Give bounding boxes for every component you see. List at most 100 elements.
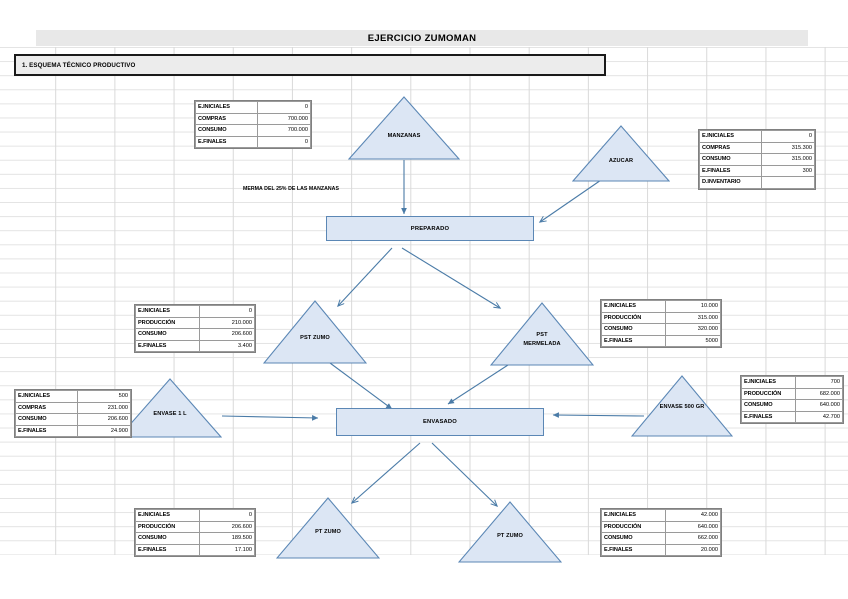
table-cell-value: 24.900 — [76, 424, 132, 437]
table-cell-value: 700.000 — [256, 112, 312, 125]
table-cell-label: E.FINALES — [135, 543, 200, 556]
table-cell-label: E.INICIALES — [135, 509, 200, 522]
table-cell-value: 682.000 — [795, 387, 843, 400]
table-cell-label: CONSUMO — [601, 532, 666, 545]
table-cell-label: CONSUMO — [135, 328, 200, 341]
table-cell-value: 0 — [256, 101, 312, 114]
table-cell-label: COMPRAS — [699, 141, 762, 154]
merma-note: MERMA DEL 25% DE LAS MANZANAS — [243, 186, 339, 192]
table-cell-value: 189.500 — [198, 532, 256, 545]
table-cell-value: 17.100 — [198, 543, 256, 556]
table-cell-value: 42.000 — [664, 509, 722, 522]
table-cell-value: 42.700 — [795, 410, 843, 423]
table-cell-label: E.INICIALES — [15, 390, 78, 403]
page-title: EJERCICIO ZUMOMAN — [36, 30, 808, 46]
table-cell-value: 206.600 — [76, 413, 132, 426]
table-cell-label: E.INICIALES — [740, 376, 797, 389]
table-cell-value: 0 — [198, 305, 256, 318]
table-cell-label: PRODUCCIÓN — [601, 311, 666, 324]
shape-preparado[interactable]: PREPARADO — [326, 216, 534, 241]
table-cell-value: 700 — [795, 376, 843, 389]
shape-envasado-label: ENVASADO — [422, 419, 458, 425]
section-header: 1. ESQUEMA TÉCNICO PRODUCTIVO — [14, 54, 606, 76]
shape-pt-zumo-right-label: PT ZUMO — [497, 533, 523, 539]
table-cell-label: PRODUCCIÓN — [601, 520, 666, 533]
table-cell-label: E.INICIALES — [195, 101, 258, 114]
shape-envasado[interactable]: ENVASADO — [336, 408, 544, 436]
table-cell-value: 700.000 — [256, 124, 312, 137]
shape-pst-mermelada-label-2: MERMELADA — [523, 341, 561, 347]
grid-bottom-margin — [0, 555, 848, 599]
table-cell-label: PRODUCCIÓN — [135, 316, 200, 329]
table-cell-label: E.FINALES — [740, 410, 797, 423]
shape-manzanas-label: MANZANAS — [387, 133, 421, 139]
table-cell-label: PRODUCCIÓN — [135, 520, 200, 533]
table-cell-label: CONSUMO — [740, 399, 797, 412]
shape-manzanas[interactable]: MANZANAS — [348, 96, 460, 160]
shape-pt-zumo-left-label: PT ZUMO — [315, 529, 341, 535]
table-cell-value — [760, 176, 816, 189]
table-cell-label: COMPRAS — [195, 112, 258, 125]
shape-pst-mermelada[interactable]: PST MERMELADA — [490, 302, 594, 366]
shape-azucar[interactable]: AZUCAR — [572, 125, 670, 182]
shape-envase-500gr[interactable]: ENVASE 500 GR — [631, 375, 733, 437]
table-cell-value: 640.000 — [795, 399, 843, 412]
shape-envase-1l-label: ENVASE 1 L — [153, 411, 187, 417]
table-cell-label: COMPRAS — [15, 401, 78, 414]
section-header-text: 1. ESQUEMA TÉCNICO PRODUCTIVO — [22, 61, 136, 69]
shape-pt-zumo-left[interactable]: PT ZUMO — [276, 497, 380, 559]
table-cell-value: 5000 — [664, 334, 722, 347]
table-cell-value: 315.300 — [760, 141, 816, 154]
shape-preparado-label: PREPARADO — [410, 225, 450, 232]
shape-pt-zumo-right[interactable]: PT ZUMO — [458, 501, 562, 563]
shape-envase-500gr-label: ENVASE 500 GR — [659, 404, 705, 410]
shape-pst-zumo[interactable]: PST ZUMO — [263, 300, 367, 364]
table-cell-value: 640.000 — [664, 520, 722, 533]
table-cell-label: CONSUMO — [601, 323, 666, 336]
table-cell-label: CONSUMO — [699, 153, 762, 166]
table-cell-value: 320.000 — [664, 323, 722, 336]
shape-pst-zumo-label: PST ZUMO — [300, 335, 330, 341]
table-row: D.INVENTARIO — [699, 176, 816, 189]
table-cell-value: 206.600 — [198, 520, 256, 533]
table-cell-value: 10.000 — [664, 300, 722, 313]
table-cell-value: 20.000 — [664, 543, 722, 556]
shape-azucar-label: AZUCAR — [608, 158, 634, 164]
shape-envase-1l[interactable]: ENVASE 1 L — [118, 378, 222, 438]
table-cell-value: 315.000 — [664, 311, 722, 324]
table-cell-value: 3.400 — [198, 339, 256, 352]
table-cell-label: E.INICIALES — [601, 509, 666, 522]
table-cell-label: E.FINALES — [699, 164, 762, 177]
table-cell-label: PRODUCCIÓN — [740, 387, 797, 400]
